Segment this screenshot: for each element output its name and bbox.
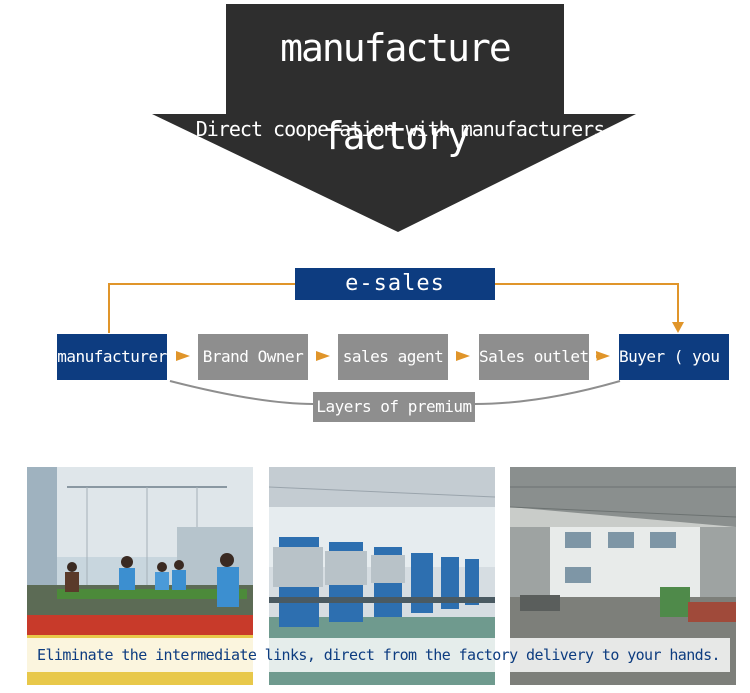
caption-background [27,638,730,672]
step-sales-outlets: Sales outlets [479,334,598,380]
page-title: manufacture factory [280,26,512,158]
step-sales-agent: sales agent [338,334,448,380]
flow-connectors [108,283,684,405]
e-sales-channel-label: e-sales [295,268,495,300]
step-arrow-icon [456,351,470,361]
step-arrow-icon [176,351,190,361]
step-buyer: Buyer ( you ) [619,334,738,380]
step-arrow-icon [596,351,610,361]
down-arrow-graphic [152,4,636,232]
layers-of-premium-label: Layers of premium [313,392,475,422]
step-manufacturer: manufacturer [57,334,167,380]
step-arrow-icon [316,351,330,361]
page-subtitle: Direct cooperation with manufacturers [195,117,606,141]
step-brand-owner: Brand Owner [198,334,308,380]
footer-caption: Eliminate the intermediate links, direct… [37,646,721,664]
